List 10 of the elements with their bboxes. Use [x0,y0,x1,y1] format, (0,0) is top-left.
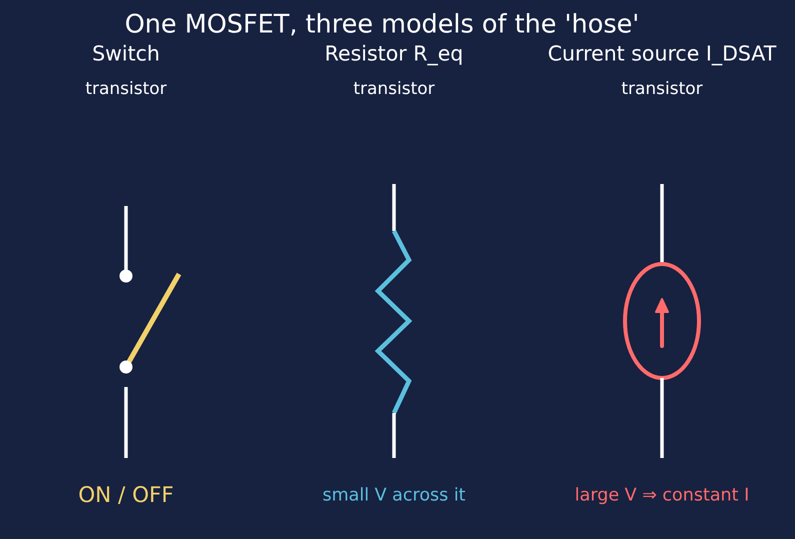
column-subtitle: transistor [353,78,435,100]
column-subtitle: transistor [85,78,167,100]
column-heading: Current source I_DSAT [548,42,776,66]
column-subtitle: transistor [621,78,703,100]
caption: ON / OFF [78,483,174,509]
column-heading: Switch [92,42,160,66]
column-heading: Resistor R_eq [324,42,464,66]
caption: large V ⇒ constant I [574,486,750,506]
caption: small V across it [322,486,466,506]
diagram-title: One MOSFET, three models of the 'hose' [124,10,640,40]
